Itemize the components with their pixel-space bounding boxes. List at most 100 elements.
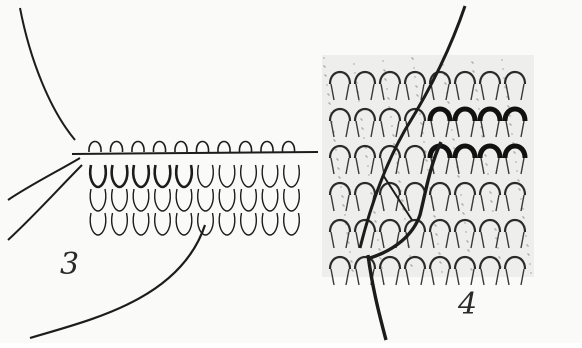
stipple-dot [363, 137, 364, 138]
stipple-dot [495, 229, 496, 230]
stipple-dot [467, 241, 468, 242]
stipple-dot [485, 155, 486, 156]
stipple-dot [520, 198, 521, 199]
stipple-dot [475, 89, 476, 90]
stipple-dot [351, 261, 352, 262]
stipple-dot [436, 234, 437, 235]
stipple-dot [448, 102, 449, 103]
stipple-dot [509, 115, 510, 116]
stipple-dot [402, 200, 403, 201]
stipple-dot [425, 151, 426, 152]
stipple-dot [339, 177, 340, 178]
stipple-dot [494, 228, 495, 229]
stipple-dot [440, 262, 441, 263]
stipple-dot [452, 138, 453, 139]
stipple-dot [343, 205, 344, 206]
stipple-dot [453, 139, 454, 140]
stipple-dot [453, 147, 454, 148]
stipple-dot [398, 172, 399, 173]
stipple-dot [337, 159, 338, 160]
stipple-dot [362, 128, 363, 129]
stipple-dot [463, 213, 464, 214]
stipple-dot [523, 217, 524, 218]
stipple-dot [419, 113, 420, 114]
stipple-dot [337, 167, 338, 168]
stipple-dot [371, 193, 372, 194]
stipple-dot [516, 170, 517, 171]
stipple-dot [338, 176, 339, 177]
stipple-dot [350, 260, 351, 261]
stipple-dot [476, 98, 477, 99]
stipple-dot [379, 249, 380, 250]
stipple-dot [326, 84, 327, 85]
stipple-dot [375, 221, 376, 222]
stipple-dot [470, 268, 471, 269]
stipple-dot [393, 135, 394, 136]
stipple-dot [462, 212, 463, 213]
stipple-dot [460, 194, 461, 195]
stipple-dot [416, 94, 417, 95]
stipple-dot [518, 188, 519, 189]
stipple-dot [374, 220, 375, 221]
stipple-dot [490, 200, 491, 201]
stipple-dot [527, 245, 528, 246]
stipple-dot [334, 140, 335, 141]
stipple-dot [356, 82, 357, 83]
stipple-dot [410, 264, 411, 265]
stipple-dot [426, 160, 427, 161]
stipple-dot [502, 68, 503, 69]
stipple-dot [421, 123, 422, 124]
stipple-dot [434, 224, 435, 225]
stipple-dot [328, 102, 329, 103]
stipple-dot [351, 269, 352, 270]
stipple-dot [461, 203, 462, 204]
stipple-dot [511, 133, 512, 134]
stipple-dot [423, 141, 424, 142]
stipple-dot [427, 169, 428, 170]
stipple-dot [365, 155, 366, 156]
stipple-dot [473, 71, 474, 72]
stipple-dot [384, 70, 385, 71]
stipple-dot [388, 106, 389, 107]
stipple-dot [366, 156, 367, 157]
stipple-dot [360, 118, 361, 119]
stipple-dot [397, 171, 398, 172]
stipple-dot [399, 181, 400, 182]
stipple-dot [490, 192, 491, 193]
stipple-dot [378, 248, 379, 249]
stipple-dot [478, 108, 479, 109]
stipple-dot [324, 74, 325, 75]
stipple-dot [439, 261, 440, 262]
stipple-dot [471, 61, 472, 62]
stipple-dot [383, 69, 384, 70]
stipple-dot [354, 72, 355, 73]
stipple-dot [509, 123, 510, 124]
stipple-dot [501, 59, 502, 60]
stipple-dot [338, 168, 339, 169]
figure-number-3: 3 [60, 250, 79, 280]
stipple-dot [335, 149, 336, 150]
stipple-dot [384, 78, 385, 79]
stipple-dot [353, 63, 354, 64]
stipple-dot [491, 201, 492, 202]
stipple-dot [323, 57, 324, 58]
stipple-dot [358, 100, 359, 101]
stipple-dot [376, 230, 377, 231]
stipple-dot [392, 134, 393, 135]
stipple-dot [391, 125, 392, 126]
stipple-dot [390, 116, 391, 117]
stipple-dot [361, 127, 362, 128]
stipple-dot [367, 165, 368, 166]
stipple-dot [433, 215, 434, 216]
stipple-dot [412, 58, 413, 59]
stipple-dot [471, 269, 472, 270]
stipple-dot [386, 88, 387, 89]
stipple-dot [411, 265, 412, 266]
stipple-dot [458, 176, 459, 177]
stipple-dot [336, 158, 337, 159]
stipple-dot [437, 243, 438, 244]
stipple-dot [377, 239, 378, 240]
stipple-dot [382, 60, 383, 61]
stipple-dot [349, 251, 350, 252]
